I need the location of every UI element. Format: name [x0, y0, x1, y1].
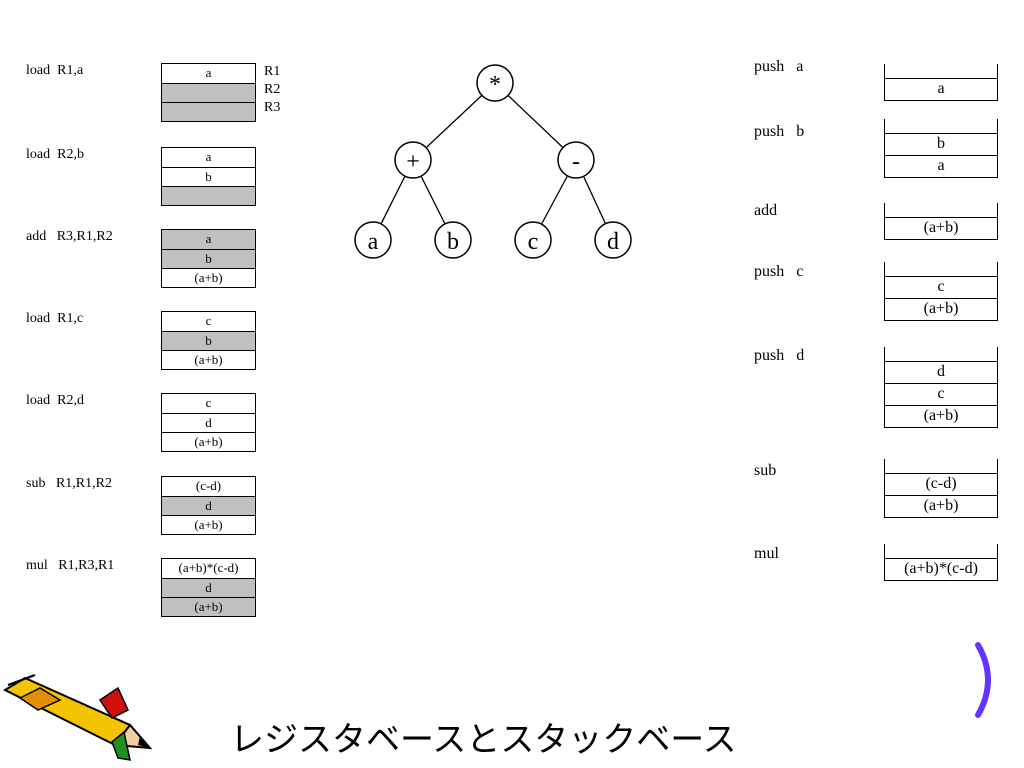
tree-node-root-label: * [489, 72, 501, 98]
stack-cell: (a+b) [885, 405, 997, 427]
tree-node-root: * [476, 64, 514, 102]
stack-diagram: (a+b)*(c-d) [884, 544, 998, 581]
tree-leaf-a: a [354, 221, 392, 259]
pencil-icon [2, 674, 153, 761]
register-label-r2: R2 [264, 82, 281, 97]
stack-instruction: push b [754, 123, 805, 140]
stack-diagram: a [884, 64, 998, 101]
tree-node-minus: - [557, 141, 595, 179]
register-label-r1: R1 [264, 64, 281, 79]
tree-node-plus-label: + [406, 149, 420, 175]
stack-cell: b [885, 133, 997, 155]
stack-instruction: push d [754, 347, 805, 364]
stack-cell: (a+b)*(c-d) [885, 558, 997, 580]
register-cell: d [162, 496, 255, 515]
stack-instruction: mul [754, 545, 779, 562]
register-cell: d [162, 413, 255, 432]
register-cell: a [162, 148, 255, 167]
stack-empty-top [885, 64, 997, 78]
stack-diagram: c(a+b) [884, 262, 998, 321]
stack-cell: a [885, 155, 997, 177]
stack-empty-top [885, 544, 997, 558]
stack-empty-top [885, 203, 997, 217]
register-cell: (a+b) [162, 515, 255, 534]
tree-leaf-d-label: d [607, 229, 619, 255]
stack-cell: c [885, 383, 997, 405]
tree-leaf-b-label: b [447, 229, 459, 255]
stack-instruction: add [754, 202, 778, 219]
tree-node-plus: + [394, 141, 432, 179]
stack-diagram: (c-d)(a+b) [884, 459, 998, 518]
register-cell: (a+b) [162, 597, 255, 616]
register-label-r3: R3 [264, 100, 281, 115]
register-cell: c [162, 394, 255, 413]
register-file: (a+b)*(c-d)d(a+b) [161, 558, 256, 617]
stack-cell: (a+b) [885, 495, 997, 517]
register-cell [162, 102, 255, 121]
register-cell: b [162, 249, 255, 268]
stack-diagram: (a+b) [884, 203, 998, 240]
register-cell: (a+b) [162, 432, 255, 451]
register-cell [162, 186, 255, 205]
register-instruction: load R2,b [26, 147, 84, 162]
tree-leaf-b: b [434, 221, 472, 259]
stack-cell: c [885, 276, 997, 298]
stack-instruction: push c [754, 263, 804, 280]
register-cell: c [162, 312, 255, 331]
register-cell: d [162, 578, 255, 597]
stack-cell: d [885, 361, 997, 383]
stack-instruction: push a [754, 58, 804, 75]
tree-leaf-a-label: a [368, 229, 379, 255]
tree-node-minus-label: - [572, 149, 580, 175]
register-cell: a [162, 64, 255, 83]
register-cell: (c-d) [162, 477, 255, 496]
stack-cell: (a+b) [885, 298, 997, 320]
slide-title: レジスタベースとスタックベース [230, 720, 737, 760]
register-instruction: load R2,d [26, 393, 84, 408]
register-instruction: mul R1,R3,R1 [26, 558, 115, 573]
register-file: (c-d)d(a+b) [161, 476, 256, 535]
tree-leaf-c-label: c [528, 229, 539, 255]
register-instruction: load R1,a [26, 63, 84, 78]
register-cell: a [162, 230, 255, 249]
register-file: a [161, 63, 256, 122]
register-cell: (a+b) [162, 350, 255, 369]
register-cell [162, 83, 255, 102]
register-cell: b [162, 331, 255, 350]
tree-leaf-c: c [514, 221, 552, 259]
register-instruction: load R1,c [26, 311, 84, 326]
register-cell: b [162, 167, 255, 186]
stack-empty-top [885, 347, 997, 361]
stack-cell: (c-d) [885, 473, 997, 495]
stack-instruction: sub [754, 462, 777, 479]
stack-empty-top [885, 119, 997, 133]
tree-leaf-d: d [594, 221, 632, 259]
stack-cell: a [885, 78, 997, 100]
stack-cell: (a+b) [885, 217, 997, 239]
stack-empty-top [885, 262, 997, 276]
register-cell: (a+b) [162, 268, 255, 287]
register-instruction: sub R1,R1,R2 [26, 476, 112, 491]
register-cell: (a+b)*(c-d) [162, 559, 255, 578]
stack-empty-top [885, 459, 997, 473]
register-instruction: add R3,R1,R2 [26, 229, 113, 244]
expression-tree: * + - a b c d [354, 64, 632, 259]
bracket-decoration-icon [975, 642, 991, 718]
